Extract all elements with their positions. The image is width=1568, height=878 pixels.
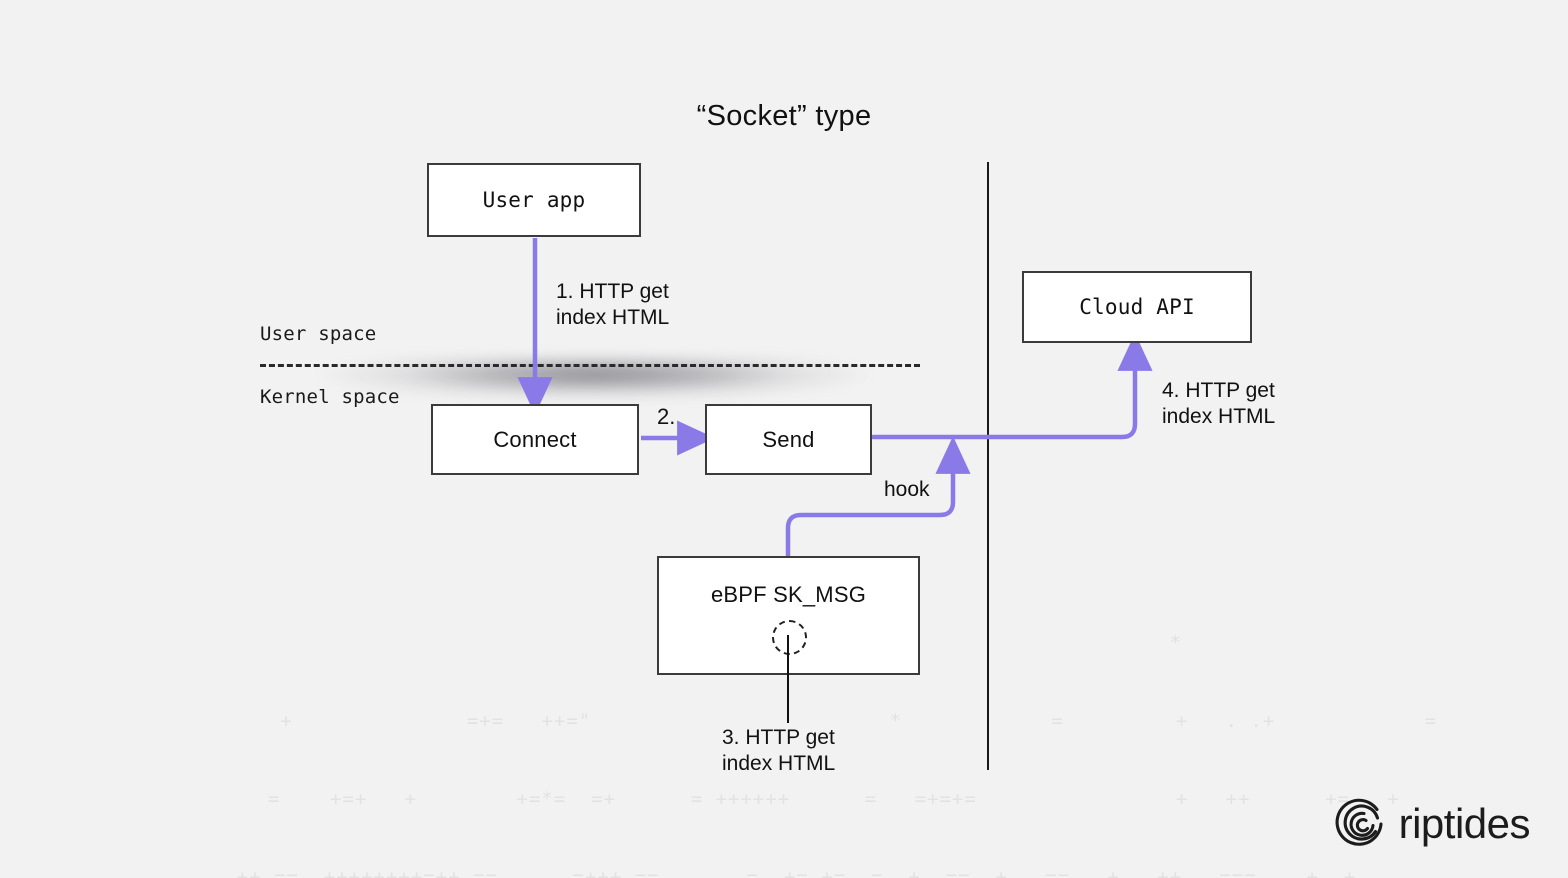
kernel-space-label: Kernel space	[260, 386, 400, 408]
annotation-step-1: 1. HTTP get index HTML	[556, 279, 669, 331]
annotation-step-2: 2.	[657, 404, 676, 429]
user-kernel-divider	[260, 364, 920, 367]
node-ebpf-sk-msg-label: eBPF SK_MSG	[710, 582, 867, 607]
brand-logo: riptides	[1333, 798, 1531, 850]
annotation-step-1-line-2: index HTML	[556, 306, 670, 329]
node-send-label: Send	[762, 426, 815, 452]
watermark-row: ++ == ++++++++=++ == =+++ == = += += = +…	[211, 866, 1357, 878]
annotation-hook: hook	[884, 478, 930, 501]
brand-name: riptides	[1398, 800, 1531, 847]
annotation-step-3-line-1: 3. HTTP get	[722, 726, 835, 749]
annotation-step-3: 3. HTTP get index HTML	[722, 725, 835, 777]
annotation-step-1-line-1: 1. HTTP get	[556, 280, 669, 303]
annotation-step-4-line-1: 4. HTTP get	[1162, 379, 1275, 402]
ebpf-redirect-line	[787, 635, 789, 723]
riptides-spiral-logo-icon	[1335, 798, 1383, 846]
diagram-title: “Socket” type	[696, 100, 872, 132]
node-user-app-label: User app	[482, 188, 586, 212]
node-user-app[interactable]: User app	[427, 163, 641, 237]
node-send[interactable]: Send	[705, 404, 872, 475]
annotation-step-4-line-2: index HTML	[1162, 405, 1276, 428]
annotation-step-3-line-2: index HTML	[722, 752, 836, 775]
node-cloud-api-label: Cloud API	[1079, 295, 1195, 319]
user-space-label: User space	[260, 323, 377, 345]
network-boundary-line	[987, 162, 989, 770]
node-cloud-api[interactable]: Cloud API	[1022, 271, 1252, 343]
node-connect-label: Connect	[493, 426, 577, 452]
node-connect[interactable]: Connect	[431, 404, 639, 475]
annotation-step-4: 4. HTTP get index HTML	[1162, 378, 1275, 430]
ebpf-hook-point-icon	[772, 620, 807, 655]
